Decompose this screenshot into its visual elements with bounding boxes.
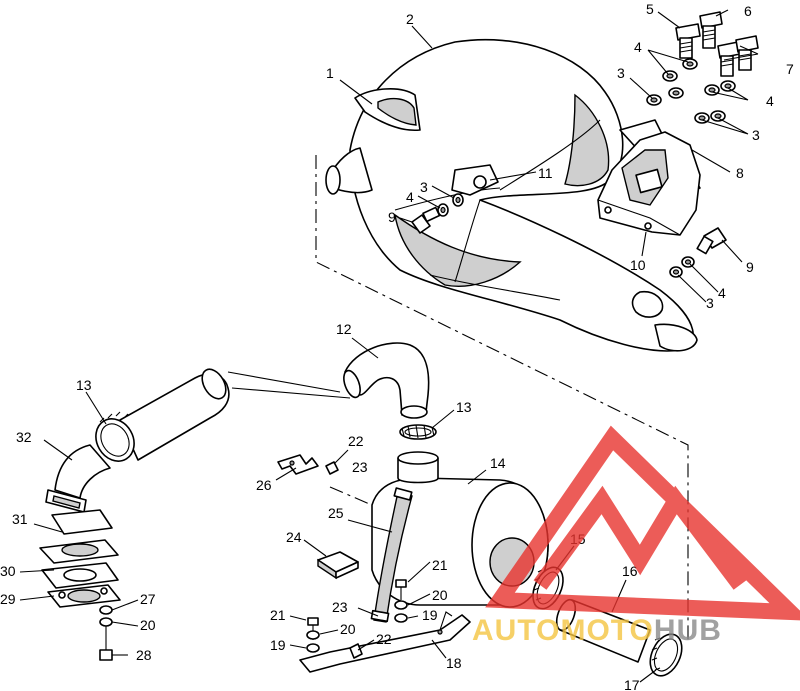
callout-13: 13 xyxy=(76,377,92,393)
callout-3: 3 xyxy=(706,295,714,311)
callout-19: 19 xyxy=(270,637,286,653)
part-12-tail-pipe xyxy=(227,342,430,419)
callout-5: 5 xyxy=(646,1,654,17)
expansion-chamber xyxy=(325,38,701,352)
center-fasteners xyxy=(306,579,408,659)
callout-3: 3 xyxy=(420,179,428,195)
callout-22: 22 xyxy=(348,433,364,449)
part-32-elbow xyxy=(45,444,111,513)
callout-23: 23 xyxy=(352,459,368,475)
callout-3: 3 xyxy=(752,127,760,143)
part-25-strap xyxy=(370,487,413,623)
callout-21: 21 xyxy=(270,607,286,623)
part-1-heat-shield xyxy=(354,88,421,132)
resonator-pipe xyxy=(119,368,230,461)
callout-9: 9 xyxy=(388,209,396,225)
part-13-clamp-right xyxy=(399,424,437,440)
callout-21: 21 xyxy=(432,557,448,573)
part-24-pad xyxy=(317,551,359,580)
callout-7: 7 xyxy=(786,61,794,77)
callout-1: 1 xyxy=(326,65,334,81)
callout-26: 26 xyxy=(256,477,272,493)
part-10-mounting-bracket xyxy=(597,131,701,236)
callout-30: 30 xyxy=(0,563,16,579)
callout-20: 20 xyxy=(340,621,356,637)
callout-4: 4 xyxy=(634,39,642,55)
callout-10: 10 xyxy=(630,257,646,273)
watermark: AUTOMOTOHUB xyxy=(472,425,800,647)
callout-3: 3 xyxy=(617,65,625,81)
leader-lines xyxy=(19,9,759,683)
callout-27: 27 xyxy=(140,591,156,607)
callout-4: 4 xyxy=(406,189,414,205)
callout-14: 14 xyxy=(490,455,506,471)
callout-4: 4 xyxy=(718,285,726,301)
callout-28: 28 xyxy=(136,647,152,663)
flange-gaskets xyxy=(39,509,121,608)
callout-16: 16 xyxy=(622,563,638,579)
callout-12: 12 xyxy=(336,321,352,337)
part-14-muffler xyxy=(371,451,549,608)
callout-20: 20 xyxy=(432,587,448,603)
lower-left-fasteners xyxy=(99,605,113,661)
callout-32: 32 xyxy=(16,429,32,445)
callout-19: 19 xyxy=(422,607,438,623)
watermark-text-hub: HUB xyxy=(654,614,722,647)
part-26-bracket xyxy=(277,454,339,475)
watermark-text: AUTOMOTOHUB xyxy=(472,614,722,647)
part-17-clamp xyxy=(649,633,683,677)
watermark-logo-icon xyxy=(485,425,800,621)
callout-11: 11 xyxy=(538,165,553,181)
callout-25: 25 xyxy=(328,505,344,521)
watermark-text-auto: AUTOMOTO xyxy=(472,614,654,647)
callout-23: 23 xyxy=(332,599,348,615)
callout-13: 13 xyxy=(456,399,472,415)
upper-fasteners xyxy=(411,11,759,278)
callout-6: 6 xyxy=(744,3,752,19)
callout-9: 9 xyxy=(746,259,754,275)
callout-22: 22 xyxy=(376,631,392,647)
callout-2: 2 xyxy=(406,11,414,27)
callout-18: 18 xyxy=(446,655,462,671)
callout-29: 29 xyxy=(0,591,16,607)
callout-17: 17 xyxy=(624,677,640,691)
callout-8: 8 xyxy=(736,165,744,181)
callout-4: 4 xyxy=(766,93,774,109)
callout-24: 24 xyxy=(286,529,302,545)
callout-20: 20 xyxy=(140,617,156,633)
callout-31: 31 xyxy=(12,511,28,527)
